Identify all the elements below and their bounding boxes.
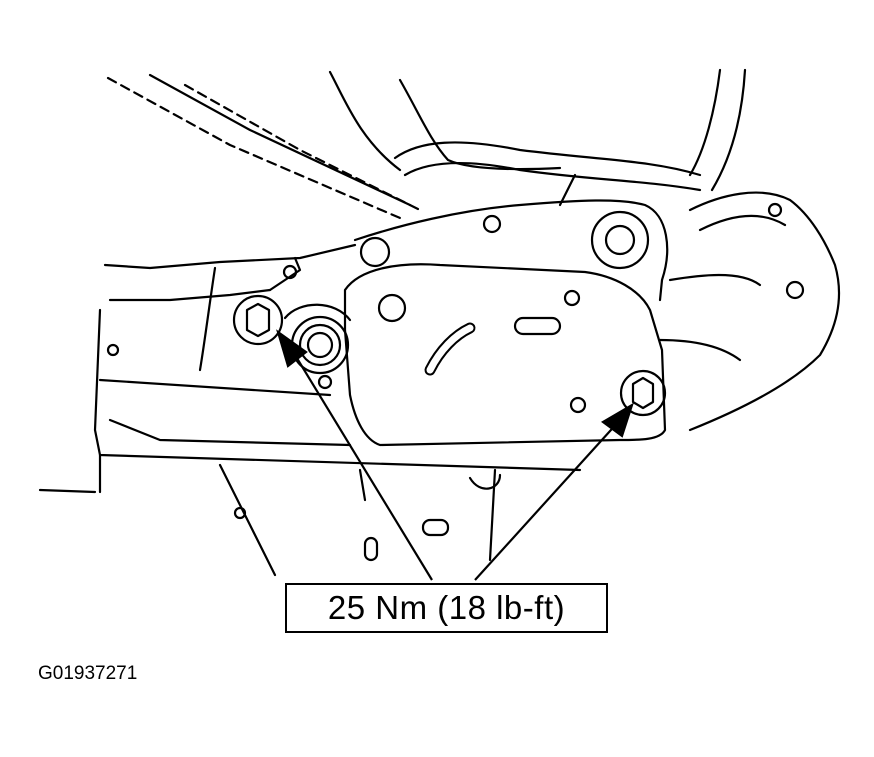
arrowhead-left: [276, 329, 308, 368]
arrowhead-right: [601, 402, 634, 438]
lower-seat-rail: [218, 463, 502, 577]
torque-spec-callout: 25 Nm (18 lb-ft): [285, 583, 608, 633]
right-bolt: [619, 369, 667, 417]
leader-line-right: [474, 419, 621, 581]
seat-track-left: [38, 243, 582, 494]
leader-arrows: [276, 329, 634, 581]
front-cover-plate: [343, 263, 667, 447]
seat-frame-outline: [106, 68, 747, 220]
rear-bracket-plate: [353, 199, 669, 302]
leader-line-left: [291, 349, 433, 581]
left-bolt: [232, 294, 284, 346]
figure-id-label: G01937271: [38, 663, 138, 684]
recliner-mechanism-right: [658, 191, 841, 432]
